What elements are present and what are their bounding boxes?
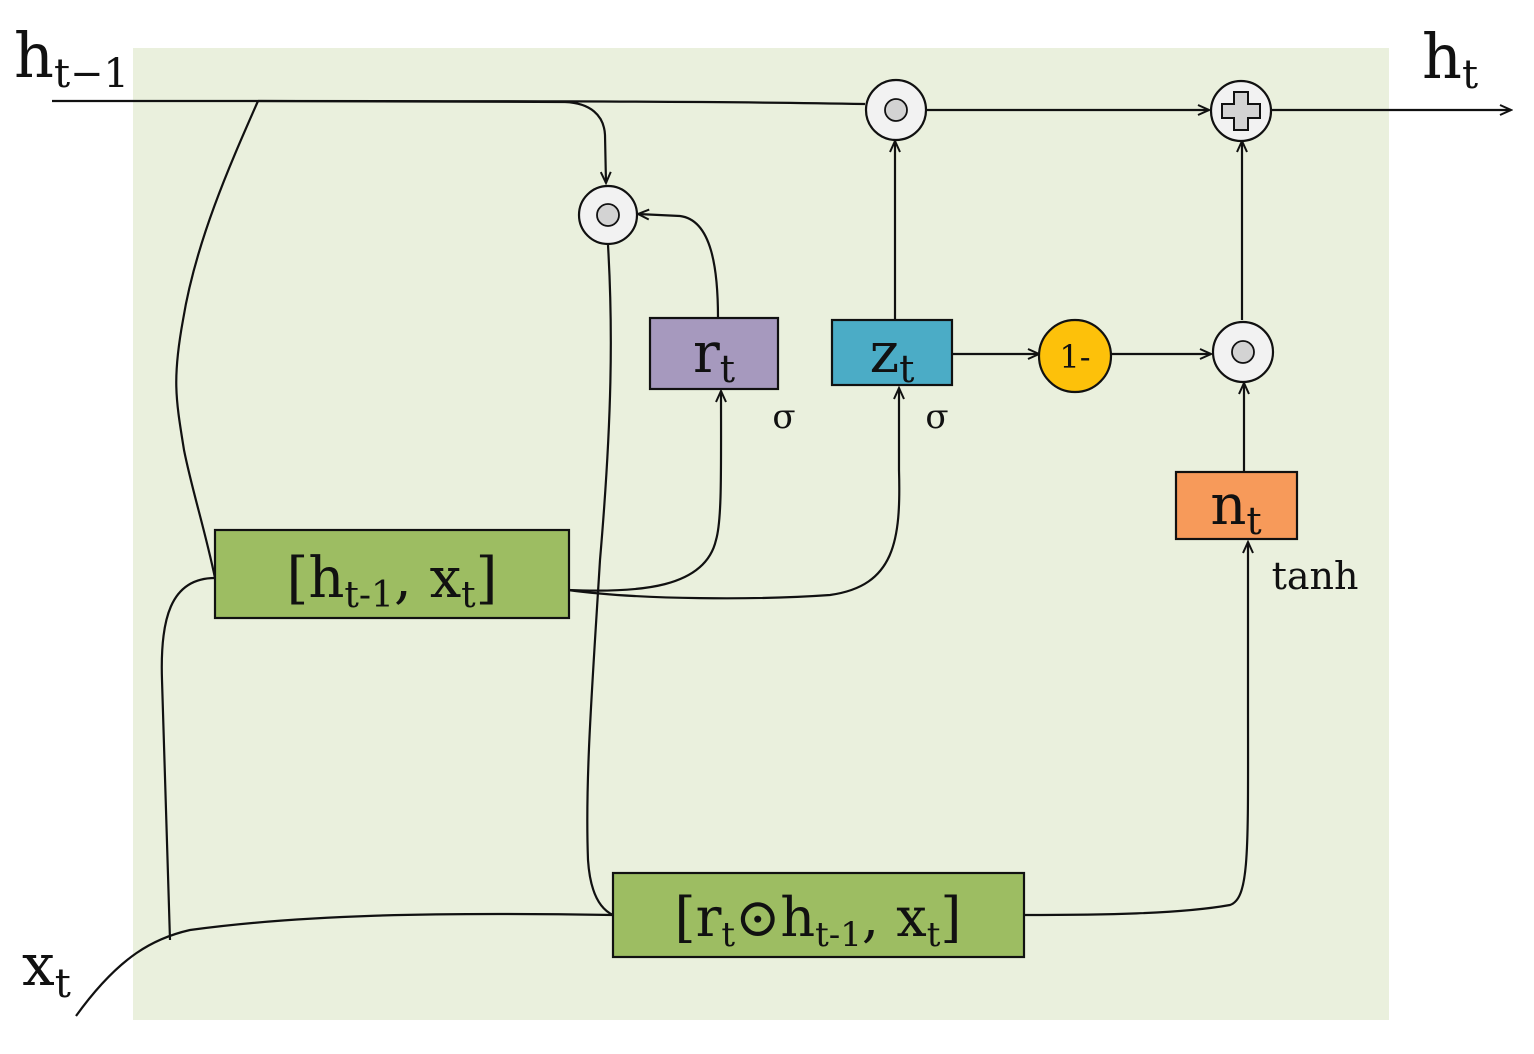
reset-gate-to-mult-line — [638, 214, 720, 319]
h-prev-label: ht−1 — [14, 19, 129, 97]
concat1-box: [ht-1, xt] — [213, 528, 571, 620]
svg-text:[ht-1, xt]: [ht-1, xt] — [287, 546, 498, 616]
update-gate-box: zt — [830, 318, 954, 391]
x-input-line — [75, 912, 614, 1017]
one-minus-node: 1- — [1037, 318, 1113, 394]
h-out-label: ht — [1422, 20, 1478, 98]
reset-gate-activation-label: σ — [772, 397, 795, 437]
concat2-to-candidate-line — [1023, 542, 1248, 917]
reset-multiply-node — [577, 184, 639, 246]
x-to-concat1-line — [160, 576, 216, 941]
h-prev-to-concat1-line — [175, 100, 260, 579]
reset-mult-to-concat2-line — [586, 244, 614, 916]
svg-text:rt: rt — [693, 321, 735, 391]
svg-text:zt: zt — [870, 321, 915, 391]
concat1-to-update-gate-line — [567, 388, 899, 600]
svg-text:1-: 1- — [1059, 338, 1090, 376]
bottom-multiply-node — [1211, 320, 1275, 384]
concat2-box: [rt⊙ht-1, xt] — [611, 871, 1026, 959]
h-prev-to-reset-mult-line — [257, 99, 606, 183]
update-gate-activation-label: σ — [925, 397, 948, 437]
concat1-to-reset-gate-line — [567, 391, 721, 592]
candidate-box: nt — [1174, 470, 1299, 543]
candidate-activation-label: tanh — [1272, 554, 1359, 598]
reset-gate-box: rt — [648, 316, 780, 391]
top-multiply-node — [864, 78, 928, 142]
add-node — [1209, 79, 1273, 143]
plus-icon — [1221, 91, 1261, 131]
svg-text:nt: nt — [1210, 473, 1261, 543]
x-in-label: xt — [22, 931, 71, 1007]
svg-text:[rt⊙ht-1, xt]: [rt⊙ht-1, xt] — [675, 886, 962, 955]
